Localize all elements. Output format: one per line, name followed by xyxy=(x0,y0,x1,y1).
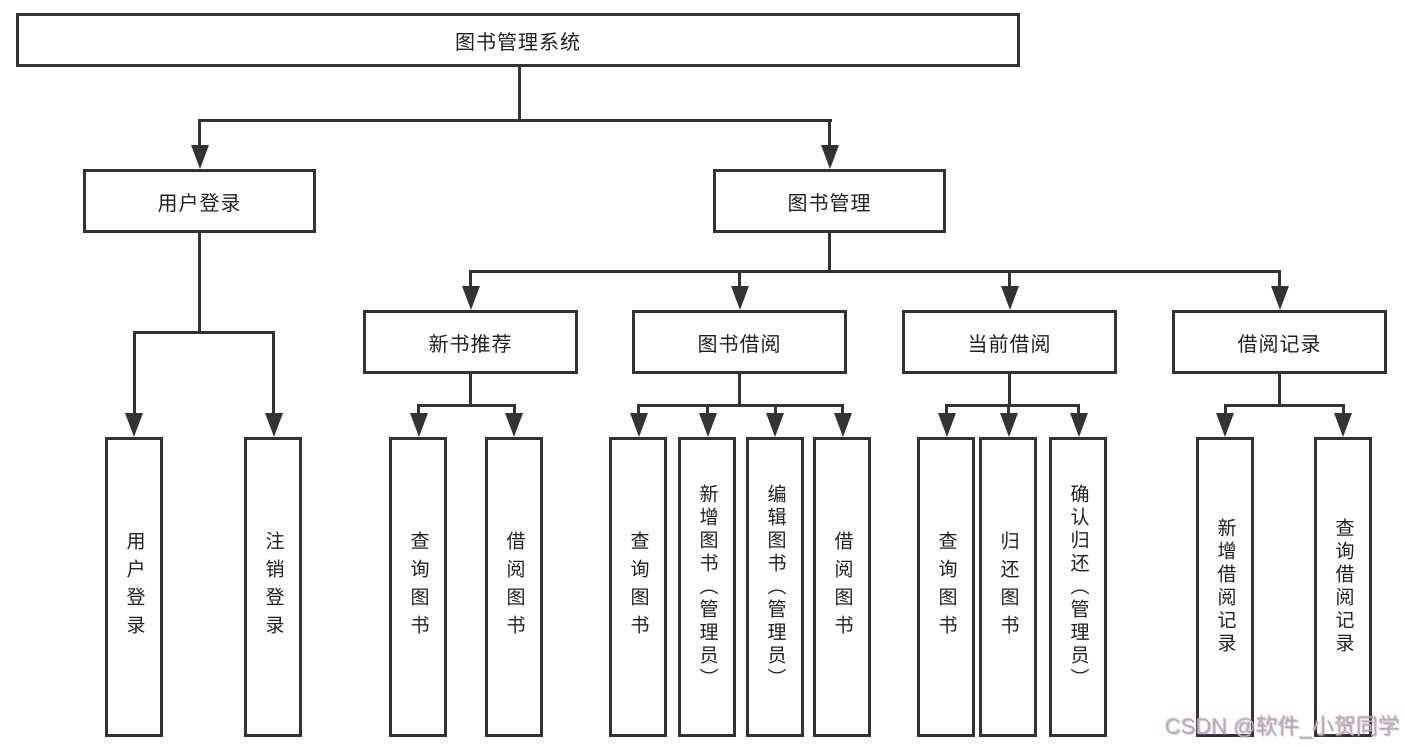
arrowhead-icon xyxy=(821,145,839,169)
leaf-label: 查询图书 xyxy=(627,531,649,643)
arrowhead-icon xyxy=(1070,413,1088,437)
leaf-query-books: 查询图书 xyxy=(609,437,667,737)
connector-line xyxy=(1342,404,1345,418)
connector-line xyxy=(1077,404,1080,418)
leaf-logout: 注销登录 xyxy=(244,437,302,737)
connector-line xyxy=(469,372,472,407)
arrowhead-icon xyxy=(834,413,852,437)
connector-line xyxy=(945,404,1080,407)
leaf-confirm-return-admin: 确认归还（管理员） xyxy=(1049,437,1107,737)
leaf-query-borrow-record: 查询借阅记录 xyxy=(1314,437,1372,737)
node-label: 图书借阅 xyxy=(697,333,782,356)
leaf-label: 查询借阅记录 xyxy=(1332,518,1354,656)
arrowhead-icon xyxy=(191,145,209,169)
leaf-return-books: 归还图书 xyxy=(979,437,1037,737)
leaf-label: 注销登录 xyxy=(262,531,284,643)
node-label: 新书推荐 xyxy=(428,333,513,356)
connector-line xyxy=(133,331,136,416)
leaf-label: 查询图书 xyxy=(935,531,957,643)
arrowhead-icon xyxy=(505,413,523,437)
connector-line xyxy=(738,270,741,288)
connector-line xyxy=(774,404,777,418)
connector-line xyxy=(469,270,1281,273)
connector-line xyxy=(637,404,844,407)
connector-line xyxy=(198,231,201,334)
leaf-label: 归还图书 xyxy=(997,531,1019,643)
arrowhead-icon xyxy=(731,286,749,310)
arrowhead-icon xyxy=(938,413,956,437)
connector-line xyxy=(469,270,472,288)
arrowhead-icon xyxy=(766,413,784,437)
connector-line xyxy=(417,404,516,407)
connector-line xyxy=(706,404,709,418)
node-label: 借阅记录 xyxy=(1237,333,1322,356)
leaf-label: 借阅图书 xyxy=(831,531,853,643)
leaf-borrow-books-recommend: 借阅图书 xyxy=(485,437,543,737)
connector-line xyxy=(945,404,948,418)
connector-line xyxy=(1224,404,1345,407)
leaf-query-books-recommend: 查询图书 xyxy=(389,437,447,737)
connector-line xyxy=(1224,404,1227,418)
arrowhead-icon xyxy=(1001,286,1019,310)
node-book-management: 图书管理 xyxy=(713,169,946,233)
leaf-label: 编辑图书（管理员） xyxy=(764,483,786,691)
arrowhead-icon xyxy=(265,413,283,437)
connector-line xyxy=(518,67,521,122)
arrowhead-icon xyxy=(1216,413,1234,437)
arrowhead-icon xyxy=(462,286,480,310)
connector-line xyxy=(513,404,516,418)
connector-line xyxy=(1008,270,1011,288)
node-book-borrow: 图书借阅 xyxy=(632,310,847,374)
connector-line xyxy=(828,119,831,149)
node-label: 用户登录 xyxy=(157,192,242,215)
connector-line xyxy=(1008,372,1011,407)
connector-line xyxy=(272,331,275,416)
node-label: 图书管理系统 xyxy=(455,31,581,54)
arrowhead-icon xyxy=(1271,286,1289,310)
arrowhead-icon xyxy=(410,413,428,437)
node-current-borrow: 当前借阅 xyxy=(902,310,1117,374)
arrowhead-icon xyxy=(1334,413,1352,437)
leaf-label: 借阅图书 xyxy=(503,531,525,643)
connector-line xyxy=(133,331,275,334)
leaf-label: 新增图书（管理员） xyxy=(696,483,718,691)
connector-line xyxy=(841,404,844,418)
leaf-edit-books-admin: 编辑图书（管理员） xyxy=(746,437,804,737)
arrowhead-icon xyxy=(125,413,143,437)
connector-line xyxy=(198,119,201,149)
node-library-system: 图书管理系统 xyxy=(16,13,1020,67)
node-label: 图书管理 xyxy=(787,192,872,215)
node-user-login: 用户登录 xyxy=(83,169,316,233)
node-new-book-recommend: 新书推荐 xyxy=(363,310,578,374)
node-borrow-records: 借阅记录 xyxy=(1172,310,1387,374)
csdn-watermark: CSDN @软件_小贺同学 xyxy=(1164,714,1400,739)
leaf-label: 新增借阅记录 xyxy=(1214,518,1236,656)
leaf-borrow-books: 借阅图书 xyxy=(813,437,871,737)
arrowhead-icon xyxy=(699,413,717,437)
connector-line xyxy=(1278,270,1281,288)
leaf-label: 用户登录 xyxy=(123,531,145,643)
leaf-query-books-current: 查询图书 xyxy=(917,437,975,737)
leaf-add-borrow-record: 新增借阅记录 xyxy=(1196,437,1254,737)
connector-line xyxy=(198,119,832,122)
leaf-label: 查询图书 xyxy=(407,531,429,643)
leaf-label: 确认归还（管理员） xyxy=(1067,483,1089,691)
connector-line xyxy=(1278,372,1281,407)
node-label: 当前借阅 xyxy=(967,333,1052,356)
connector-line xyxy=(637,404,640,418)
arrowhead-icon xyxy=(630,413,648,437)
leaf-user-login: 用户登录 xyxy=(105,437,163,737)
arrowhead-icon xyxy=(1000,413,1018,437)
connector-line xyxy=(1007,404,1010,418)
connector-line xyxy=(417,404,420,418)
connector-line xyxy=(738,372,741,407)
connector-line xyxy=(828,231,831,273)
leaf-add-books-admin: 新增图书（管理员） xyxy=(678,437,736,737)
